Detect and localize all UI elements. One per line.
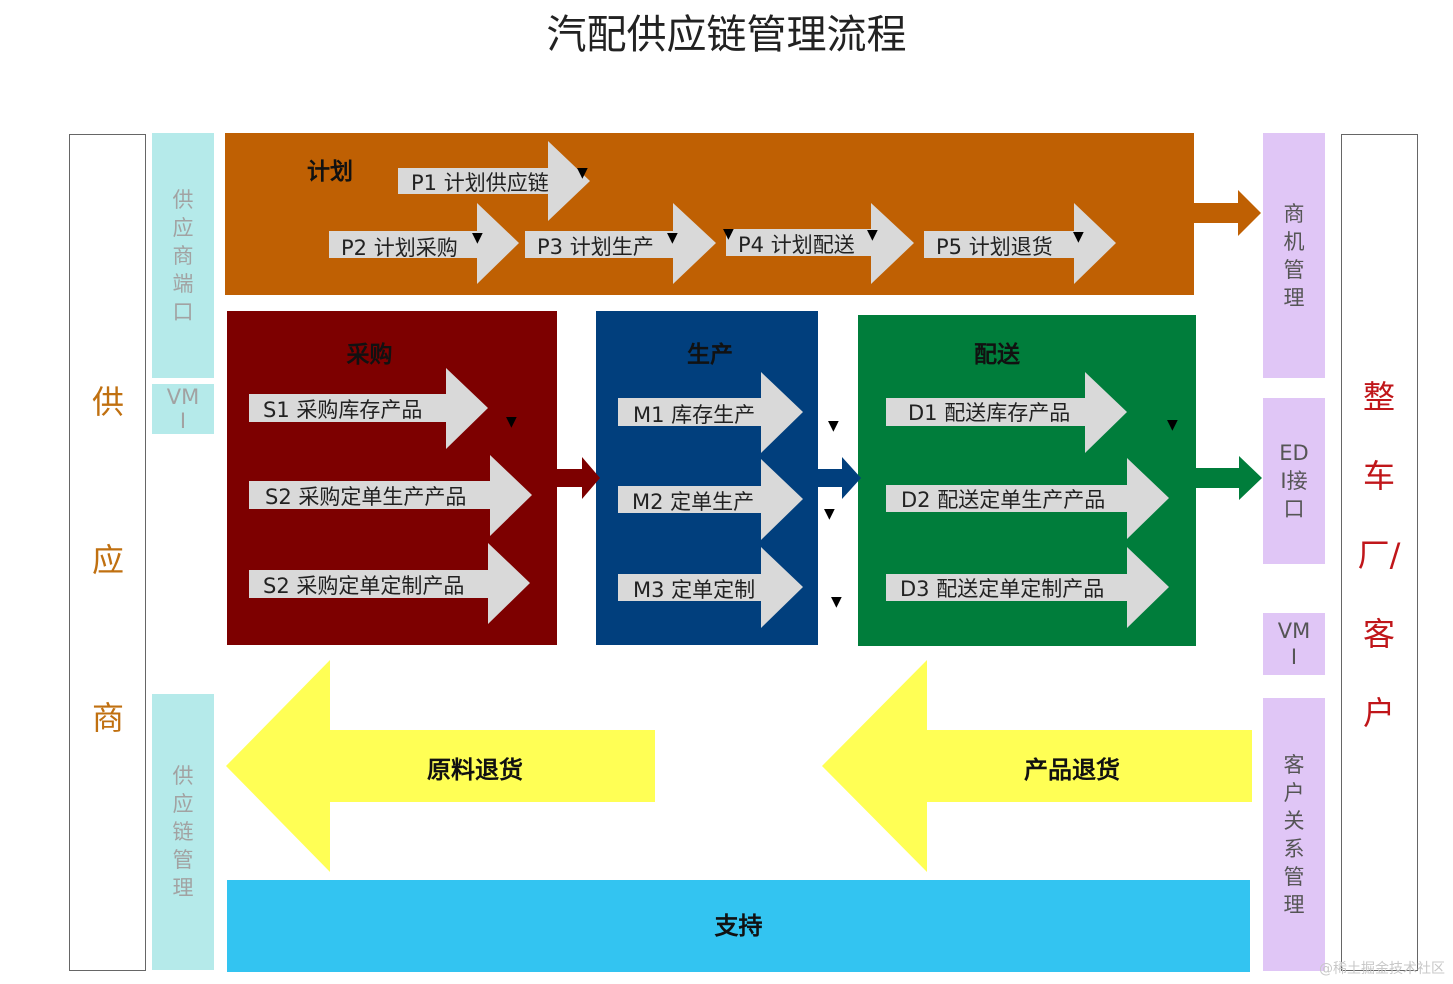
scm-box: 供应链管理 bbox=[152, 694, 214, 970]
step-arrow-d1 bbox=[886, 372, 1127, 453]
delivery-step-d2: D2 配送定单生产产品 bbox=[901, 488, 1106, 512]
opportunity-box: 商机管理 bbox=[1263, 133, 1325, 378]
marker-triangle: ▼ bbox=[1167, 417, 1178, 433]
left-vmi-box: VMI bbox=[152, 384, 214, 434]
plan-title: 计划 bbox=[307, 159, 353, 185]
procurement-step-s2a: S2 采购定单生产产品 bbox=[265, 485, 467, 509]
step-arrow-p5 bbox=[924, 203, 1116, 284]
flow-arrow-procurement-production bbox=[557, 457, 600, 499]
right-vmi-box: VMI bbox=[1263, 613, 1325, 675]
marker-triangle: ▼ bbox=[867, 227, 878, 243]
procurement-step-s2b: S2 采购定单定制产品 bbox=[263, 574, 465, 598]
plan-step-p3: P3 计划生产 bbox=[537, 235, 654, 259]
marker-triangle: ▼ bbox=[831, 594, 842, 610]
marker-triangle: ▼ bbox=[723, 226, 734, 242]
marker-triangle: ▼ bbox=[472, 230, 483, 246]
step-arrow-p4 bbox=[726, 203, 914, 284]
plan-banner bbox=[225, 133, 1194, 295]
product-return-arrow bbox=[822, 660, 1252, 872]
production-step-m3: M3 定单定制 bbox=[633, 578, 756, 602]
step-arrow-d2 bbox=[886, 458, 1169, 539]
support-bar bbox=[227, 880, 1250, 972]
production-title: 生产 bbox=[687, 342, 733, 368]
customer-label: 整车厂/客户 bbox=[1357, 377, 1401, 732]
supplier-label: 供应商 bbox=[91, 383, 124, 737]
support-label: 支持 bbox=[714, 912, 763, 940]
plan-step-p5: P5 计划退货 bbox=[936, 235, 1053, 259]
product-return-label: 产品退货 bbox=[1024, 756, 1120, 784]
production-step-m2: M2 定单生产 bbox=[632, 490, 755, 514]
supplier-portal-box: 供应商端口 bbox=[152, 133, 214, 378]
plan-step-p1: P1 计划供应链 bbox=[411, 171, 549, 195]
marker-triangle: ▼ bbox=[506, 414, 517, 430]
marker-triangle: ▼ bbox=[828, 418, 839, 434]
plan-step-p4: P4 计划配送 bbox=[738, 233, 855, 257]
step-arrow-m3 bbox=[618, 547, 803, 628]
delivery-step-d3: D3 配送定单定制产品 bbox=[900, 577, 1105, 601]
edi-box: EDI接口 bbox=[1263, 398, 1325, 564]
production-step-m1: M1 库存生产 bbox=[633, 403, 756, 427]
step-arrow-d3 bbox=[886, 547, 1169, 628]
customer-box bbox=[1341, 134, 1418, 971]
flow-arrow-delivery-customer bbox=[1196, 456, 1262, 500]
flow-arrow-production-delivery bbox=[818, 457, 861, 499]
step-arrow-p3 bbox=[525, 203, 716, 284]
delivery-step-d1: D1 配送库存产品 bbox=[908, 401, 1071, 425]
delivery-title: 配送 bbox=[974, 342, 1020, 368]
supplier-box bbox=[69, 134, 146, 971]
crm-box: 客户关系管理 bbox=[1263, 698, 1325, 971]
procurement-step-s1: S1 采购库存产品 bbox=[263, 398, 423, 422]
step-arrow-m2 bbox=[618, 459, 803, 540]
marker-triangle: ▼ bbox=[824, 506, 835, 522]
marker-triangle: ▼ bbox=[667, 230, 678, 246]
raw-return-arrow bbox=[226, 660, 655, 872]
page-title: 汽配供应链管理流程 bbox=[546, 12, 907, 58]
step-arrow-s1 bbox=[249, 368, 488, 449]
step-arrow-p1 bbox=[398, 141, 590, 221]
flow-arrow-plan-customer bbox=[1194, 190, 1261, 236]
step-arrow-s2b bbox=[249, 543, 530, 624]
marker-triangle: ▼ bbox=[577, 165, 588, 181]
step-arrow-p2 bbox=[329, 203, 519, 284]
step-arrow-m1 bbox=[618, 372, 803, 453]
step-arrow-s2a bbox=[249, 455, 532, 536]
marker-triangle: ▼ bbox=[1073, 229, 1084, 245]
watermark: @稀土掘金技术社区 bbox=[1319, 961, 1445, 977]
plan-step-p2: P2 计划采购 bbox=[341, 236, 458, 260]
raw-return-label: 原料退货 bbox=[427, 756, 523, 784]
procurement-title: 采购 bbox=[346, 342, 393, 368]
